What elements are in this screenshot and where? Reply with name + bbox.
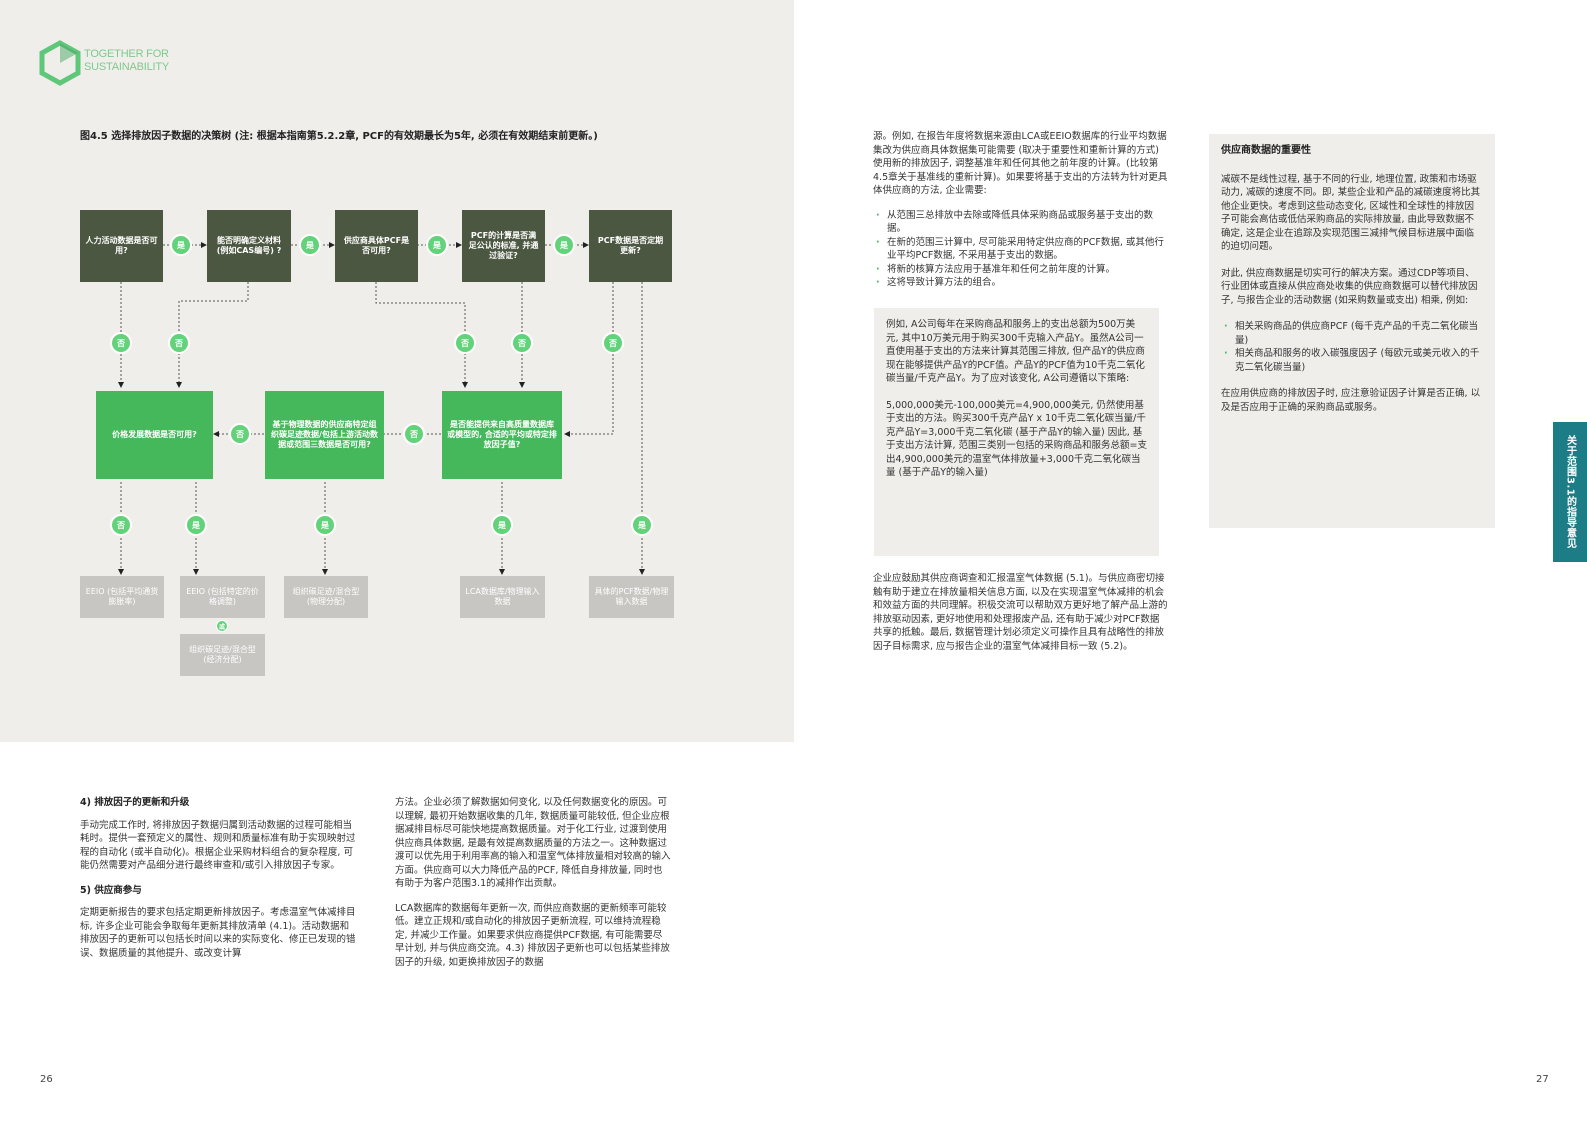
yes-badge: 是 [491,514,513,536]
yes-badge: 是 [299,234,321,256]
outcome-org-physical: 组织碳足迹/混合型 (物理分配) [284,576,368,618]
paragraph: 在应用供应商的排放因子时, 应注意验证因子计算是否正确, 以及是否应用于正确的采… [1221,388,1481,413]
side-box-heading: 供应商数据的重要性 [1221,145,1311,156]
right-column-1-bottom: 企业应鼓励其供应商调查和汇报温室气体数据 (5.1)。与供应商密切接触有助于建立… [873,572,1168,664]
heading-supplier-engagement: 5) 供应商参与 [80,884,142,896]
logo-line1: TOGETHER FOR [84,48,169,60]
page-number-right: 27 [1536,1074,1549,1085]
yes-badge: 是 [185,514,207,536]
outcome-specific-pcf: 具体的PCF数据/物理输入数据 [589,576,674,618]
list-item: 从范围三总排放中去除或降低具体采购商品或服务基于支出的数据。 [873,209,1168,236]
outcome-eeio-avg-inflation: EEIO (包括平均通货膨胀率) [80,576,164,618]
yes-badge: 是 [314,514,336,536]
outcome-org-economic: 组织碳足迹/混合型 (经济分配) [180,634,265,676]
left-column-1: 4) 排放因子的更新和升级 手动完成工作时, 将排放因子数据归属到活动数据的过程… [80,796,356,971]
paragraph: 减碳不是线性过程, 基于不同的行业, 地理位置, 政策和市场驱动力, 减碳的速度… [1221,173,1481,253]
outcome-lca-database: LCA数据库/物理输入数据 [460,576,545,618]
paragraph: 定期更新报告的要求包括定期更新排放因子。考虑温室气体减排目标, 许多企业可能会争… [80,907,356,959]
example-box: 例如, A公司每年在采购商品和服务上的支出总额为500万美元, 其中10万美元用… [874,308,1159,556]
no-badge: 否 [110,514,132,536]
no-badge: 否 [511,332,533,354]
bullet-list: 从范围三总排放中去除或降低具体采购商品或服务基于支出的数据。 在新的范围三计算中… [873,209,1168,290]
paragraph: 企业应鼓励其供应商调查和汇报温室气体数据 (5.1)。与供应商密切接触有助于建立… [873,573,1168,652]
example-paragraph: 例如, A公司每年在采购商品和服务上的支出总额为500万美元, 其中10万美元用… [886,319,1145,384]
no-badge: 否 [602,332,624,354]
no-badge: 否 [454,332,476,354]
example-paragraph: 5,000,000美元-100,000美元=4,900,000美元, 仍然使用基… [886,399,1148,479]
decision-supplier-org-footprint: 基于物理数据的供应商特定组织碳足迹数据/包括上游活动数据或范围三数据是否可用? [265,391,384,479]
decision-pcf-standard: PCF的计算是否满足公认的标准, 并通过验证? [462,210,545,282]
list-item: 在新的范围三计算中, 尽可能采用特定供应商的PCF数据, 或其他行业平均PCF数… [873,236,1168,263]
decision-database-factor: 是否能提供来自高质量数据库或模型的, 合适的平均或特定排放因子值? [442,391,562,479]
list-item: 相关采购商品的供应商PCF (每千克产品的千克二氧化碳当量) [1221,320,1483,347]
paragraph: 手动完成工作时, 将排放因子数据归属到活动数据的过程可能相当耗时。提供一套预定义… [80,819,356,872]
bullet-list: 相关采购商品的供应商PCF (每千克产品的千克二氧化碳当量) 相关商品和服务的收… [1221,320,1483,374]
no-badge: 否 [229,423,251,445]
list-item: 相关商品和服务的收入碳强度因子 (每欧元或美元收入的千克二氧化碳当量) [1221,347,1483,374]
list-item: 将新的核算方法应用于基准年和任何之前年度的计算。 [873,263,1168,277]
decision-material-defined: 能否明确定义材料 (例如CAS编号) ? [207,210,291,282]
left-column-2: 方法。企业必须了解数据如何变化, 以及任何数据变化的原因。可以理解, 最初开始数… [395,796,671,980]
no-badge: 否 [168,332,190,354]
no-badge: 否 [403,423,425,445]
paragraph: LCA数据库的数据每年更新一次, 而供应商数据的更新频率可能较低。建立正规和/或… [395,902,670,968]
logo-text: TOGETHER FOR SUSTAINABILITY [84,48,169,74]
supplier-data-importance-box: 供应商数据的重要性 减碳不是线性过程, 基于不同的行业, 地理位置, 政策和市场… [1209,134,1495,528]
left-page-background [0,0,794,742]
decision-supplier-pcf: 供应商具体PCF是否可用? [335,210,418,282]
hexagon-logo-icon [39,40,81,86]
heading-emission-factor-update: 4) 排放因子的更新和升级 [80,797,190,808]
no-badge: 否 [110,332,132,354]
figure-title: 图4.5 选择排放因子数据的决策树 (注: 根据本指南第5.2.2章, PCF的… [80,131,598,142]
yes-badge: 是 [553,234,575,256]
outcome-eeio-price-adjust: EEIO (包括特定的价格调整) [180,576,265,618]
decision-activity-data: 人力活动数据是否可用? [80,210,163,282]
yes-badge: 是 [170,234,192,256]
paragraph: 源。例如, 在报告年度将数据来源由LCA或EEIO数据库的行业平均数据集改为供应… [873,131,1168,196]
section-tab[interactable]: 关于范围3.1的指导意见 [1553,422,1587,562]
logo: TOGETHER FOR SUSTAINABILITY [38,40,178,86]
decision-price-data: 价格发展数据是否可用? [96,391,213,479]
decision-pcf-updated: PCF数据是否定期更新? [589,210,672,282]
yes-badge: 是 [631,514,653,536]
logo-line2: SUSTAINABILITY [84,61,170,73]
page-number-left: 26 [40,1074,53,1085]
paragraph: 对此, 供应商数据是切实可行的解决方案。通过CDP等项目、行业团体或直接从供应商… [1221,267,1478,306]
or-badge: 或 [216,620,228,632]
paragraph: 方法。企业必须了解数据如何变化, 以及任何数据变化的原因。可以理解, 最初开始数… [395,797,671,889]
list-item: 这将导致计算方法的组合。 [873,276,1168,290]
yes-badge: 是 [426,234,448,256]
right-column-1: 源。例如, 在报告年度将数据来源由LCA或EEIO数据库的行业平均数据集改为供应… [873,130,1168,300]
flowchart-connectors [118,242,645,575]
